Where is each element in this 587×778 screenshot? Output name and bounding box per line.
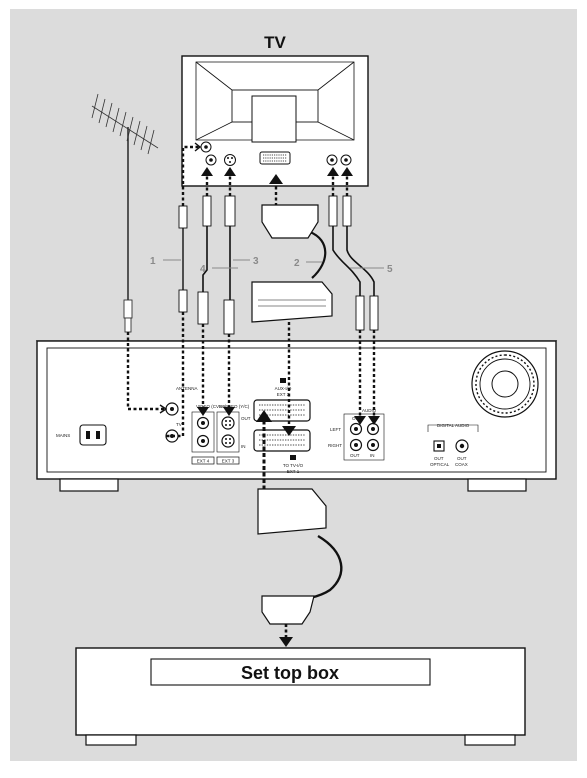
- ext3-label: EXT 3: [222, 459, 235, 464]
- optical-out-label: OUT: [434, 456, 444, 461]
- audio-label: AUDIO: [362, 408, 377, 413]
- coax-label: COAX: [455, 462, 468, 467]
- cooling-fan: [471, 350, 539, 418]
- svideo-in-socket: [221, 434, 235, 448]
- mains-socket: [79, 424, 107, 446]
- antenna-cable: [126, 332, 166, 411]
- antenna-label: ANTENNA: [176, 386, 198, 391]
- callout-3: 3: [253, 256, 259, 267]
- stb-foot-right: [464, 734, 516, 746]
- svideo-out-socket: [221, 416, 235, 430]
- tv-svideo-socket: [224, 154, 236, 166]
- antenna-plug: [123, 299, 133, 319]
- scart-plug-recorder: [251, 281, 333, 323]
- recorder-foot-left: [59, 478, 119, 492]
- audio-in-label: IN: [370, 453, 375, 458]
- ext3-badge: [216, 456, 240, 465]
- callout-5: 5: [387, 264, 393, 275]
- set-top-box: Set top box: [75, 647, 526, 746]
- svideo-label: S-VIDEO (Y/C): [219, 404, 250, 409]
- audio-frame: [343, 413, 385, 461]
- ext4-label: EXT 4: [197, 459, 210, 464]
- audio-right-label: RIGHT: [328, 443, 342, 448]
- to-tv-io-label: TO TV-I/O: [283, 463, 304, 468]
- ext2-label: EXT 2: [277, 392, 290, 397]
- antenna: [91, 93, 159, 333]
- antenna-elements: [91, 93, 155, 155]
- scart-plug-tv: [261, 204, 319, 239]
- antenna-boom: [91, 105, 159, 149]
- video-cvbs-label: VIDEO (CVBS): [196, 404, 227, 409]
- callout-1: 1: [150, 256, 156, 267]
- callout-2: 2: [294, 258, 300, 269]
- stb-label: Set top box: [241, 663, 339, 683]
- recorder-unit: MAINS ANTENNA TV VIDEO (CVBS) EXT 4 S-VI…: [35, 340, 558, 492]
- audio-left-label: LEFT: [330, 427, 341, 432]
- tv-title: TV: [264, 33, 286, 52]
- callout-leaders: [163, 259, 384, 269]
- tv-rear-bevel: [195, 61, 355, 141]
- digital-audio-bracket: [427, 424, 479, 432]
- scart-plug-stb-top: [257, 488, 327, 535]
- audio-cable: [332, 226, 361, 296]
- ext1-label: EXT 1: [287, 469, 300, 474]
- optical-label: OPTICAL: [430, 462, 450, 467]
- coax-out-label: OUT: [457, 456, 467, 461]
- stb-display: [150, 658, 431, 686]
- recorder-foot-right: [467, 478, 527, 492]
- cvbs-cable: [202, 226, 208, 292]
- ext4-badge: [191, 456, 215, 465]
- callout-4: 4: [200, 264, 206, 275]
- audio-out-label: OUT: [350, 453, 360, 458]
- tv-center-block: [251, 95, 297, 143]
- ext1-scart-socket: [253, 429, 311, 452]
- ext3-in-label: IN: [241, 444, 246, 449]
- stb-foot-left: [85, 734, 137, 746]
- digital-audio-label: DIGITAL AUDIO: [437, 423, 470, 428]
- aux-io-label: AUX-I/O: [275, 386, 292, 391]
- scart-plug-stb-bottom: [261, 595, 315, 625]
- mains-label: MAINS: [56, 433, 70, 438]
- tv-rf-label: TV: [176, 422, 182, 427]
- scart-cable: [309, 230, 327, 279]
- ext3-out-label: OUT: [241, 416, 251, 421]
- tv-unit: TV: [181, 33, 369, 187]
